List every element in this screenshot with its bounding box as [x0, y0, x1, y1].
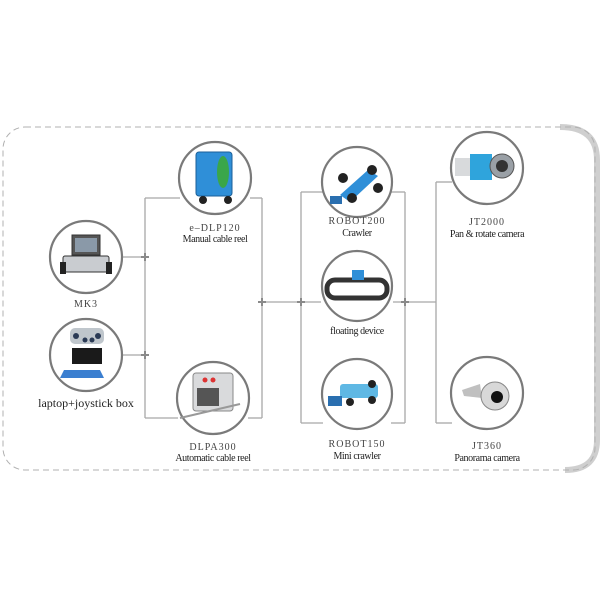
node-robot200-name: Crawler	[342, 228, 372, 239]
control-unit-icon	[60, 234, 112, 274]
node-jt2000-code: JT2000	[469, 217, 505, 228]
node-robot150-name: Mini crawler	[333, 451, 381, 462]
node-dlpa300-code: DLPA300	[189, 442, 237, 453]
node-edlp120-name: Manual cable reel	[182, 234, 248, 245]
junction-plus-icons	[141, 253, 409, 359]
frame	[2, 126, 596, 471]
mk3-code-text: MK3	[73, 299, 99, 310]
node-jt2000-name: Pan & rotate camera	[449, 229, 525, 240]
crawler-icon	[330, 165, 383, 204]
auto-reel-icon	[179, 372, 241, 419]
panorama-camera-icon	[462, 381, 510, 411]
node-mk3-code: MK3	[74, 297, 98, 311]
node-jt360-name: Panorama camera	[454, 453, 520, 464]
node-robot200-code: ROBOT200	[328, 216, 386, 227]
node-robot150-code: ROBOT150	[328, 439, 386, 450]
node-floating-circle[interactable]	[320, 249, 394, 323]
node-jt360-code: JT360	[472, 441, 502, 452]
mini-crawler-icon	[328, 380, 378, 406]
node-floating-name: floating device	[330, 326, 384, 337]
frame-shadow	[559, 124, 600, 473]
cable-reel-icon	[195, 151, 233, 204]
node-edlp120-code: e–DLP120	[189, 223, 241, 234]
pan-camera-icon	[455, 153, 515, 180]
connector-lines	[122, 181, 452, 424]
node-laptop-name: laptop+joystick box	[38, 396, 134, 410]
laptop-joystick-icon	[60, 328, 104, 378]
float-icon	[324, 270, 390, 301]
node-dlpa300-name: Automatic cable reel	[175, 453, 251, 464]
